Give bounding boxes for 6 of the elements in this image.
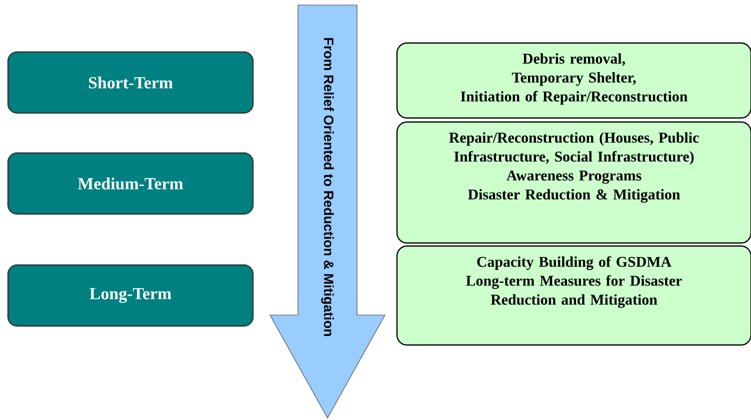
measure-box: Repair/Reconstruction (Houses, Public Infrastructure, Social Infrastructure) Awareness Programs Disaster Reduction & Mitigation <box>396 121 751 244</box>
measure-box: Capacity Building of GSDMA Long-term Measures for Disaster Reduction and Mitigation <box>396 245 751 346</box>
term-box: Medium-Term <box>7 152 254 215</box>
term-box: Short-Term <box>7 51 254 114</box>
term-box: Long-Term <box>7 264 254 327</box>
measure-box: Debris removal, Temporary Shelter, Initiation of Repair/Reconstruction <box>396 42 751 119</box>
